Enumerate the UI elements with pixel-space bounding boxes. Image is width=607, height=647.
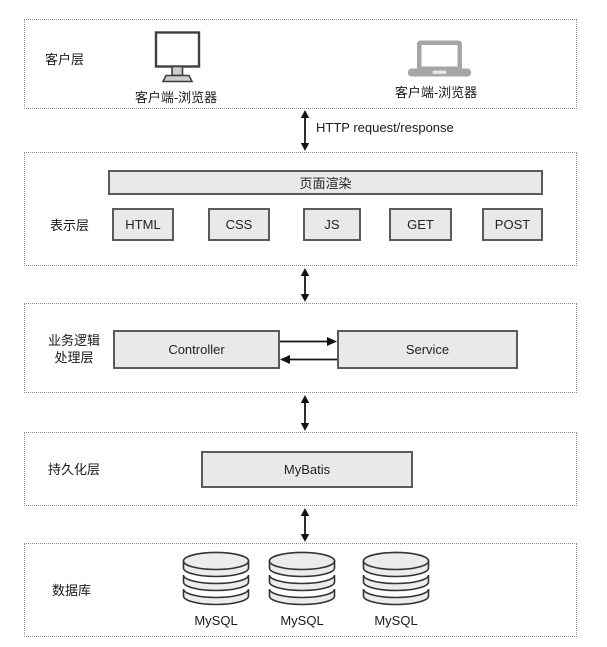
database-layer-label: 数据库 (52, 583, 92, 598)
box-post-label: POST (494, 217, 531, 232)
service-box: Service (337, 330, 518, 369)
database-icon (268, 551, 336, 606)
controller-label: Controller (168, 342, 225, 357)
business-layer-label-line1: 业务逻辑 (48, 333, 101, 348)
persistence-layer-label: 持久化层 (48, 462, 101, 477)
box-css: CSS (208, 208, 270, 241)
connector-arrow-icon (300, 508, 310, 542)
client-layer-box (24, 19, 577, 109)
mysql-label: MySQL (280, 613, 324, 628)
mybatis-label: MyBatis (283, 462, 331, 477)
box-html: HTML (112, 208, 174, 241)
connector-arrow-icon (300, 268, 310, 302)
page-render-box: 页面渲染 (108, 170, 543, 195)
controller-box: Controller (113, 330, 280, 369)
box-js: JS (303, 208, 361, 241)
business-layer-label-line2: 处理层 (54, 350, 94, 365)
box-css-label: CSS (225, 217, 253, 232)
database-icon (182, 551, 250, 606)
http-connector-arrow-icon (300, 110, 310, 151)
box-html-label: HTML (125, 217, 161, 232)
service-to-controller-arrow-icon (280, 355, 337, 364)
service-label: Service (405, 342, 450, 357)
http-label: HTTP request/response (316, 120, 454, 135)
mysql-label: MySQL (194, 613, 238, 628)
box-get-label: GET (407, 217, 434, 232)
laptop-label: 客户端-浏览器 (394, 85, 478, 100)
client-layer-label: 客户层 (45, 52, 85, 67)
box-get: GET (389, 208, 452, 241)
connector-arrow-icon (300, 395, 310, 431)
monitor-label: 客户端-浏览器 (134, 90, 218, 105)
page-render-label: 页面渲染 (299, 176, 352, 191)
controller-to-service-arrow-icon (280, 337, 337, 346)
laptop-icon (408, 40, 471, 77)
mybatis-box: MyBatis (201, 451, 413, 488)
box-js-label: JS (324, 217, 340, 232)
mysql-label: MySQL (374, 613, 418, 628)
monitor-icon (154, 31, 201, 83)
database-icon (362, 551, 430, 606)
box-post: POST (482, 208, 543, 241)
presentation-layer-label: 表示层 (50, 218, 90, 233)
